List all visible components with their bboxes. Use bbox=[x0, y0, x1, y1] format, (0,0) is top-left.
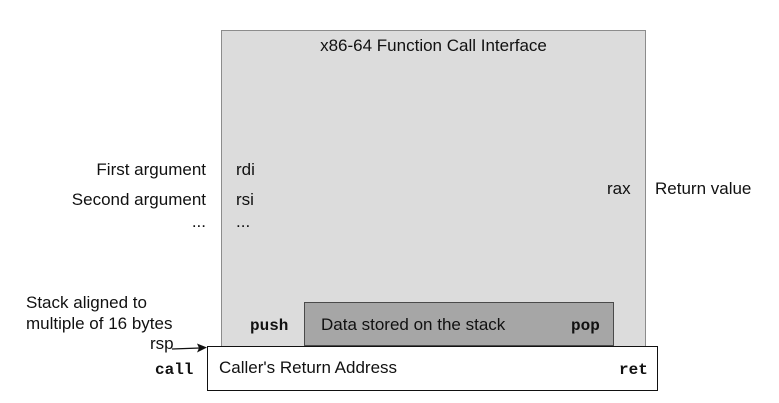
second-argument-register: rsi bbox=[236, 190, 254, 209]
ret-instruction: ret bbox=[619, 361, 648, 379]
push-instruction: push bbox=[250, 317, 289, 335]
return-value-label: Return value bbox=[655, 179, 752, 198]
return-address-box bbox=[207, 346, 658, 391]
diagram-title: x86-64 Function Call Interface bbox=[320, 36, 547, 55]
second-argument-label: Second argument bbox=[71, 190, 206, 209]
more-arguments-ellipsis: ... bbox=[191, 212, 206, 231]
call-instruction: call bbox=[155, 361, 194, 379]
stack-alignment-note-line1: Stack aligned to bbox=[26, 293, 147, 312]
first-argument-register: rdi bbox=[236, 160, 255, 179]
stack-pointer-label: rsp bbox=[150, 334, 174, 353]
first-argument-label: First argument bbox=[96, 160, 206, 179]
return-register: rax bbox=[607, 179, 631, 198]
more-registers-ellipsis: ... bbox=[236, 212, 251, 231]
pop-instruction: pop bbox=[571, 317, 600, 335]
stack-data-box bbox=[304, 302, 614, 346]
stack-alignment-note-line2: multiple of 16 bytes bbox=[26, 314, 173, 333]
stack-data-label: Data stored on the stack bbox=[321, 315, 506, 334]
return-address-label: Caller's Return Address bbox=[219, 358, 398, 377]
